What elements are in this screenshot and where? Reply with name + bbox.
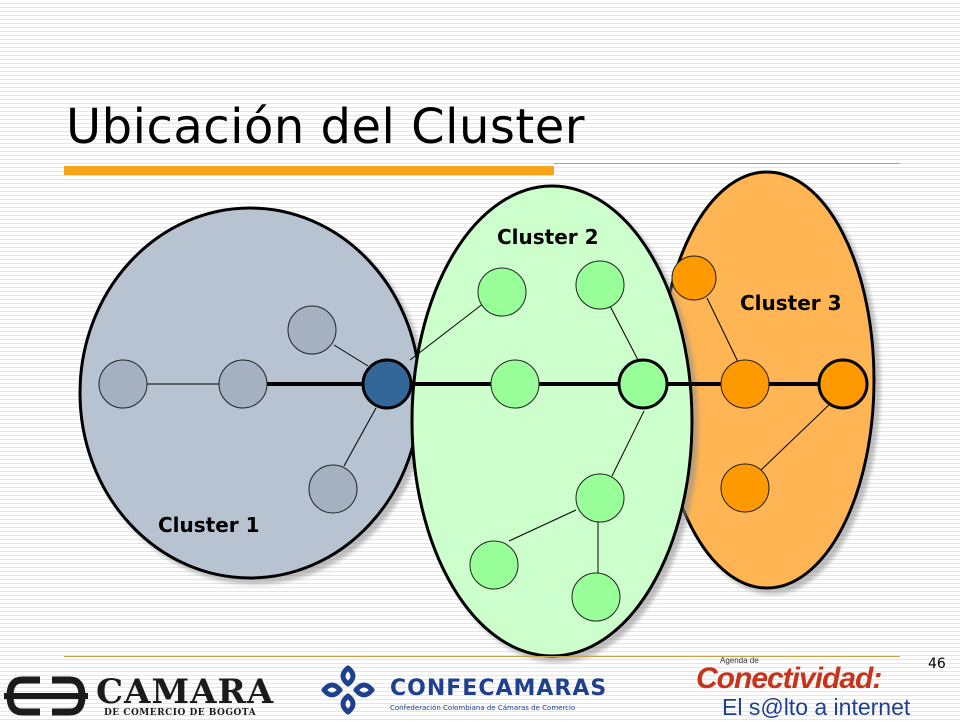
cluster-1-node xyxy=(98,359,148,409)
cluster-1-label: Cluster 1 xyxy=(158,513,260,537)
cluster-2-node xyxy=(571,572,621,622)
link xyxy=(343,407,377,467)
confecamaras-logo-subtitle: Confederación Colombiana de Cámaras de C… xyxy=(390,704,576,712)
camara-logo-subtitle: DE COMERCIO DE BOGOTA xyxy=(104,708,257,718)
link xyxy=(609,305,639,361)
cluster-1-node xyxy=(308,464,358,514)
confecamaras-logo: CONFECAMARAS Confederación Colombiana de… xyxy=(318,662,648,720)
cluster-1-node xyxy=(287,305,337,355)
title-rule xyxy=(554,163,900,164)
cluster-2-node xyxy=(575,260,625,310)
footer-rule xyxy=(64,656,900,657)
cluster-2-region xyxy=(410,184,694,658)
cluster-3-node xyxy=(720,359,770,409)
link xyxy=(706,297,739,363)
cluster-3-gateway-node xyxy=(817,358,869,410)
link xyxy=(508,509,577,542)
conectividad-logo: Agenda de Conectividad: El s@lto a inter… xyxy=(694,654,924,720)
cluster-2-label: Cluster 2 xyxy=(497,225,599,249)
cluster-3-node xyxy=(720,463,770,513)
cluster-2-node xyxy=(575,473,625,523)
cluster-1-node xyxy=(218,359,268,409)
cluster-2-node xyxy=(477,267,527,317)
cluster-1-gateway-node xyxy=(361,358,413,410)
link xyxy=(760,401,833,471)
conectividad-logo-agenda: Agenda de xyxy=(720,656,759,665)
confecamaras-logo-name: CONFECAMARAS xyxy=(390,676,608,701)
title-accent-bar xyxy=(64,166,554,175)
camara-emblem-icon xyxy=(4,676,88,716)
confecamaras-emblem-icon xyxy=(321,665,375,715)
link xyxy=(409,302,485,361)
cluster-2-node xyxy=(469,540,519,590)
link xyxy=(611,410,645,477)
cluster-2-node xyxy=(490,359,540,409)
cluster-3-node xyxy=(671,255,717,301)
conectividad-logo-name: Conectividad: xyxy=(696,662,882,695)
cluster-3-label: Cluster 3 xyxy=(740,291,842,315)
camara-logo: CAMARA DE COMERCIO DE BOGOTA xyxy=(0,672,273,720)
conectividad-logo-tagline: El s@lto a internet xyxy=(722,694,911,720)
slide-title: Ubicación del Cluster xyxy=(66,99,585,155)
page-number: 46 xyxy=(928,656,946,672)
link xyxy=(333,344,369,367)
camara-logo-name: CAMARA xyxy=(96,672,275,712)
cluster-2-gateway-node xyxy=(617,358,669,410)
